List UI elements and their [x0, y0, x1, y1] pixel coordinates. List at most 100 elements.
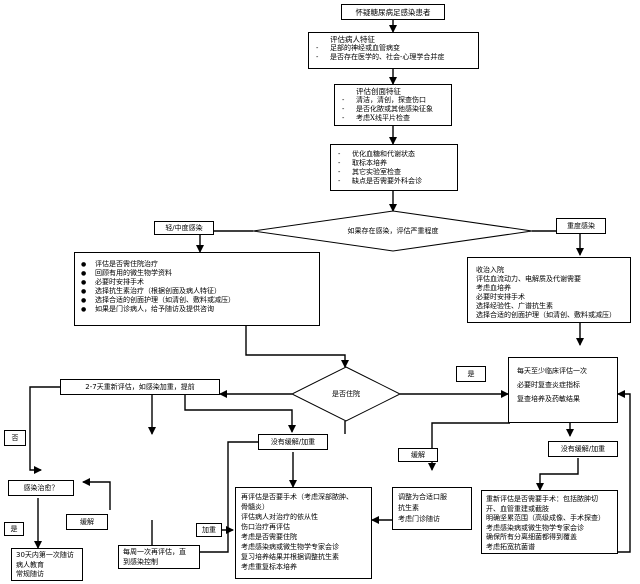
yes-label-box: 是 [456, 366, 486, 382]
optimize-item: 其它实验室检查 [334, 168, 454, 177]
assess-wound-item: 清洁，清创，探查伤口 [338, 96, 448, 105]
relief-box-2: 缓解 [398, 448, 438, 462]
arrow-severe-loop [617, 390, 631, 553]
severe-treatment-box: 收治入院 评估血流动力、电解质及代谢需要 考虑血培养 必要时安排手术 选择经验性… [467, 257, 631, 323]
daily-assessment-box: 每天至少临床评估一次 必要时复查炎症指标 复查培养及药敏结果 [508, 357, 618, 423]
arrow-reassess-to-noimprove [184, 395, 296, 433]
mild-item: 选择合适的创面护理（如清创、敷料或减压） [79, 296, 315, 305]
followup-line: 病人教育 [16, 560, 44, 569]
weekly-reassess-box: 每周一次再评估，直 到感染控制 [118, 545, 200, 569]
no-label-box: 否 [4, 430, 26, 446]
assess-patient-box: 评估病人特征 足部的神经或血管病变 是否存在医学的、社会-心理学合并症 [308, 32, 479, 69]
optimize-item: 取标本培养 [334, 159, 454, 168]
no-improvement-box-1: 没有缓解/加重 [258, 434, 328, 450]
adjust-oral-line: 抗生素 [398, 504, 419, 512]
mild-item: 回顾有用的微生物学资料 [79, 269, 315, 278]
mild-item: 选择抗生素治疗（根据创面及病人特征） [79, 287, 315, 296]
severe-line: 选择经验性、广谱抗生素 [476, 302, 553, 310]
no-label-text: 否 [11, 433, 19, 442]
followup-line: 常规随访 [16, 570, 44, 578]
assess-wound-item: 考虑X线平片检查 [338, 114, 448, 123]
arrow-noimprove2-down [536, 458, 579, 491]
reassess-severe-line: 开、血管重建或截肢 [486, 504, 549, 513]
reassess-surgery-line: 考虑是否需要住院 [241, 533, 297, 541]
hospital-decision: 是否住院 [316, 388, 376, 400]
reassess-surgery-line: 考虑重复标本培养 [241, 563, 297, 571]
arrow-to-weekly [200, 441, 262, 553]
yes-label-text-2: 是 [10, 524, 18, 533]
assess-wound-item: 是否化脓或其他感染征象 [338, 105, 448, 114]
relief-text-1: 缓解 [80, 517, 94, 526]
severe-label-text: 重度感染 [567, 221, 595, 230]
reassess-severe-line: 考虑拓宽抗菌谱 [486, 542, 535, 551]
mild-label-box: 轻/中度感染 [154, 221, 214, 235]
reassess-severe-line: 重新评估是否需要手术：包括脓肿切 [486, 495, 598, 503]
arrow-reassess-left [29, 386, 60, 474]
arrow-mild-to-hospital [245, 326, 349, 368]
severe-line: 考虑血培养 [476, 284, 511, 292]
reassess-surgery-box: 再评估是否要手术（考虑深部脓肿、 骨髓炎） 评估病人对治疗的依从性 伤口治疗再评… [235, 487, 372, 579]
mild-label-text: 轻/中度感染 [165, 223, 203, 232]
yes-label-text: 是 [467, 369, 475, 378]
reassess-surgery-line: 骨髓炎） [241, 503, 269, 511]
reassess-2-7-text: 2-7天重新评估，如感染加重，提前 [85, 382, 195, 391]
mild-treatment-box: 评估是否需住院治疗 回顾有用的微生物学资料 必要时安排手术 选择抗生素治疗（根据… [74, 252, 320, 326]
adjust-oral-line: 考虑门诊随访 [398, 515, 440, 523]
reassess-severe-box: 重新评估是否需要手术：包括脓肿切 开、血管重建或截肢 明确坚累范围（高级成像、手… [481, 490, 618, 554]
reassess-surgery-line: 考虑感染病或微生物学专家会诊 [241, 543, 339, 551]
daily-line: 复查培养及药敏结果 [517, 395, 580, 403]
cured-decision-box: 感染治愈？ [8, 480, 74, 496]
severity-decision: 如果存在感染，评估严重程度 [300, 225, 486, 237]
relief-text-2: 缓解 [411, 450, 425, 459]
severe-line: 必要时安排手术 [476, 293, 525, 301]
no-improvement-box-2: 没有缓解/加重 [548, 441, 618, 457]
severe-line: 收治入院 [476, 266, 504, 274]
daily-line: 每天至少临床评估一次 [517, 367, 587, 375]
followup-30-box: 30天内第一次随访 病人教育 常规随访 [11, 548, 83, 581]
adjust-oral-box: 调整为合适口服 抗生素 考虑门诊随访 [392, 487, 472, 530]
severity-diamond-shape [252, 210, 533, 252]
relief-box-1: 缓解 [66, 514, 108, 530]
worsen-box: 加重 [196, 523, 222, 537]
assess-wound-title: 评估创面特征 [356, 87, 401, 96]
mild-item: 评估是否需住院治疗 [79, 260, 315, 269]
adjust-oral-line: 调整为合适口服 [398, 493, 447, 501]
reassess-surgery-line: 复习培养结果并根据调整抗生素 [241, 553, 339, 561]
arrow-relief1 [82, 478, 111, 510]
assess-patient-item: 是否存在医学的、社会-心理学合并症 [312, 53, 475, 62]
optimize-item: 优化血糖和代谢状态 [334, 150, 454, 159]
severity-decision-text: 如果存在感染，评估严重程度 [347, 226, 439, 235]
weekly-line: 到感染控制 [123, 557, 158, 566]
arrow-daily-left [428, 422, 510, 471]
reassess-surgery-line: 再评估是否要手术（考虑深部脓肿、 [241, 493, 353, 501]
severe-line: 选择合适的创面护理（如清创、敷料或减压） [476, 311, 616, 319]
worsen-text: 加重 [202, 525, 216, 534]
arrow-severity-to-severe [532, 230, 584, 256]
assess-wound-box: 评估创面特征 清洁，清创，探查伤口 是否化脓或其他感染征象 考虑X线平片检查 [334, 84, 452, 126]
assess-patient-item: 足部的神经或血管病变 [312, 44, 475, 53]
daily-line: 必要时复查炎症指标 [517, 381, 580, 389]
reassess-2-7-box: 2-7天重新评估，如感染加重，提前 [60, 379, 220, 395]
start-box: 怀疑糖尿病足感染患者 [341, 4, 445, 20]
yes-label-box-2: 是 [4, 522, 24, 536]
optimize-item: 缺点是否需要外科会诊 [334, 177, 454, 186]
severe-line: 评估血流动力、电解质及代谢需要 [476, 275, 581, 283]
reassess-surgery-line: 伤口治疗再评估 [241, 523, 290, 531]
mild-item: 必要时安排手术 [79, 278, 315, 287]
assess-patient-title: 评估病人特征 [330, 35, 375, 44]
reassess-surgery-line: 评估病人对治疗的依从性 [241, 513, 318, 521]
mild-item: 如果是门诊病人，给予随访及提供咨询 [79, 305, 315, 314]
weekly-line: 每周一次再评估，直 [123, 548, 186, 556]
reassess-severe-line: 考虑感染病或微生物学专家会诊 [486, 523, 584, 532]
reassess-severe-line: 确保所有分离细菌都得到覆盖 [486, 533, 577, 541]
no-improvement-text-1: 没有缓解/加重 [270, 437, 316, 446]
severe-label-box: 重度感染 [556, 218, 606, 234]
cured-decision-text: 感染治愈？ [23, 483, 59, 492]
no-improvement-text-2: 没有缓解/加重 [560, 444, 606, 453]
reassess-severe-line: 明确坚累范围（高级成像、手术探查） [486, 514, 605, 522]
hospital-decision-text: 是否住院 [332, 389, 360, 398]
hospital-diamond-shape [290, 366, 402, 422]
start-text: 怀疑糖尿病足感染患者 [355, 7, 431, 17]
